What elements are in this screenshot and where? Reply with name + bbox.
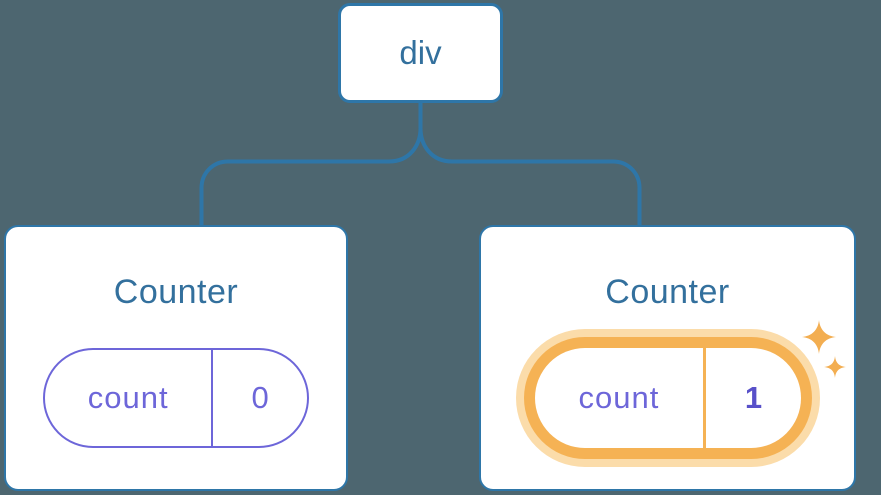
counter-card-left: Counter count 0 (4, 225, 348, 491)
connector-right-branch (418, 100, 642, 228)
connector-left-branch (199, 100, 423, 228)
sparkle-icon (802, 320, 846, 378)
component-title: Counter (605, 273, 730, 311)
state-value: 1 (703, 348, 800, 448)
root-node-div: div (338, 3, 503, 103)
component-title: Counter (113, 273, 239, 311)
state-pill-highlighted: count 1 (534, 348, 801, 448)
state-value: 0 (211, 350, 307, 446)
state-pill: count 0 (43, 348, 309, 448)
counter-card-right: Counter count 1 (479, 225, 856, 491)
state-key: count (87, 380, 169, 415)
state-key: count (578, 380, 660, 415)
root-node-label: div (399, 34, 442, 71)
